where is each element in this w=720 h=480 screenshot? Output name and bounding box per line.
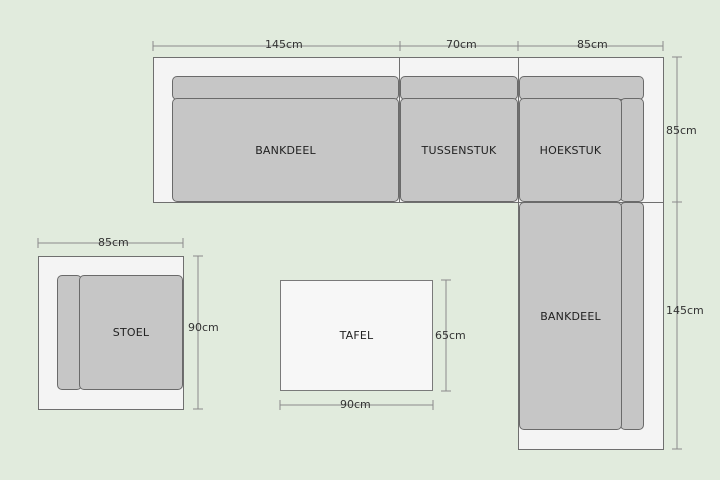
bankdeel-top-seat (172, 98, 399, 202)
bankdeel-top-label: BANKDEEL (255, 143, 316, 157)
hoekstuk-label: HOEKSTUK (539, 143, 602, 157)
hoekstuk-seat (519, 98, 622, 202)
hoekstuk-backrest-top (519, 76, 644, 100)
dim-label-stoel-width: 85cm (98, 236, 129, 249)
sofa-top-separator-2 (518, 57, 519, 203)
dim-label-stoel-depth: 90cm (188, 321, 219, 334)
dim-label-top-tussenstuk: 70cm (446, 38, 477, 51)
dim-label-right-bankdeel: 145cm (666, 304, 704, 317)
sofa-top-separator-1 (399, 57, 400, 203)
tafel-label: TAFEL (339, 329, 374, 342)
tussenstuk-backrest (400, 76, 518, 100)
bankdeel-right-backrest (620, 202, 644, 430)
tussenstuk-seat (400, 98, 518, 202)
tussenstuk-label: TUSSENSTUK (421, 143, 497, 157)
bankdeel-right-seat (519, 202, 622, 430)
dim-label-top-bankdeel: 145cm (265, 38, 303, 51)
bankdeel-top-backrest (172, 76, 399, 100)
dim-label-tafel-width: 90cm (340, 398, 371, 411)
stoel-seat (79, 275, 183, 390)
bankdeel-right-label: BANKDEEL (540, 309, 601, 323)
dim-label-tafel-depth: 65cm (435, 329, 466, 342)
stoel-label: STOEL (112, 326, 150, 339)
hoekstuk-backrest-side (620, 98, 644, 202)
dim-label-right-hoekstuk: 85cm (666, 124, 697, 137)
dim-label-top-hoekstuk: 85cm (577, 38, 608, 51)
tafel (280, 280, 433, 391)
